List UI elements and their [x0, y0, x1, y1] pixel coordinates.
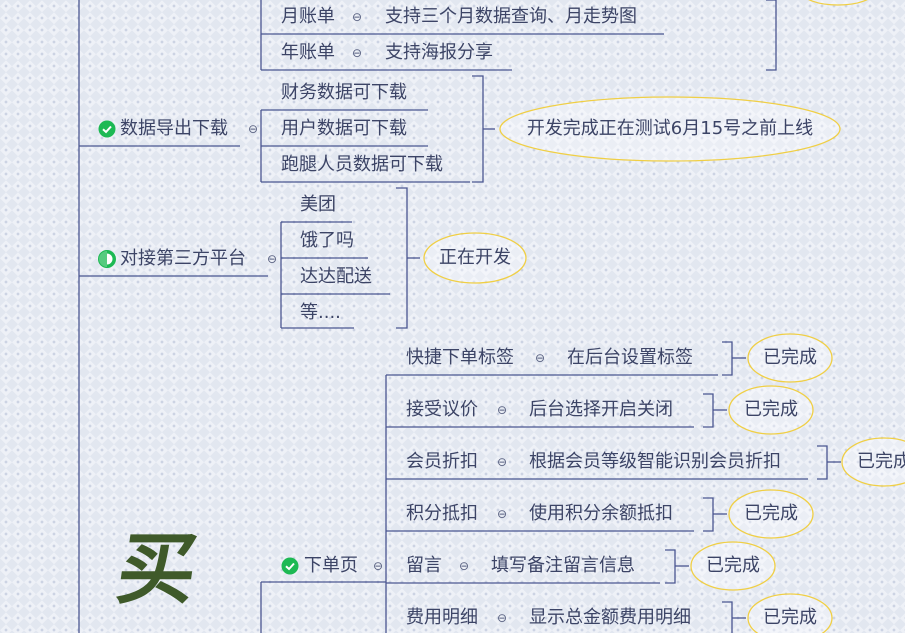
export-item[interactable]: 财务数据可下载 — [281, 82, 407, 103]
collapse-icon[interactable]: ⊖ — [497, 455, 508, 469]
collapse-icon[interactable]: ⊖ — [535, 351, 546, 365]
order-item-status[interactable]: 已完成 — [763, 347, 817, 368]
third-item[interactable]: 美团 — [300, 194, 336, 215]
third-item[interactable]: 饿了吗 — [300, 230, 354, 251]
order-item-desc[interactable]: 填写备注留言信息 — [491, 555, 635, 576]
order-item-4-bracket — [703, 497, 714, 532]
export-bracket — [472, 75, 484, 183]
order-item-label[interactable]: 费用明细 — [406, 607, 478, 628]
half-circle-icon — [98, 250, 116, 268]
order-item-label[interactable]: 快捷下单标签 — [406, 347, 514, 368]
order-item-status[interactable]: 已完成 — [763, 607, 817, 628]
collapse-icon[interactable]: ⊖ — [248, 122, 259, 136]
order-item-label[interactable]: 接受议价 — [406, 399, 478, 420]
node-monthly[interactable]: 月账单 — [281, 6, 335, 27]
third-item[interactable]: 达达配送 — [300, 266, 372, 287]
export-item[interactable]: 跑腿人员数据可下载 — [281, 154, 443, 175]
order-item-1-bracket — [722, 341, 733, 376]
order-item-status[interactable]: 已完成 — [744, 503, 798, 524]
third-status[interactable]: 正在开发 — [439, 247, 511, 268]
order-item-3-bracket — [817, 445, 828, 480]
node-order-page[interactable]: 下单页 — [304, 555, 358, 576]
export-item[interactable]: 用户数据可下载 — [281, 118, 407, 139]
third-item[interactable]: 等.... — [300, 302, 341, 323]
order-item-2-status-oval — [728, 385, 814, 435]
collapse-icon[interactable]: ⊖ — [497, 403, 508, 417]
order-item-label[interactable]: 会员折扣 — [406, 451, 478, 472]
node-yearly-desc[interactable]: 支持海报分享 — [385, 42, 493, 63]
order-item-6-bracket — [722, 601, 733, 633]
collapse-icon[interactable]: ⊖ — [267, 252, 278, 266]
billing-bracket — [766, 0, 777, 71]
collapse-icon[interactable]: ⊖ — [497, 507, 508, 521]
export-status-oval — [499, 96, 841, 162]
order-item-status[interactable]: 已完成 — [706, 555, 760, 576]
collapse-icon[interactable]: ⊖ — [497, 611, 508, 625]
order-item-2-bracket — [703, 393, 714, 428]
order-item-5-status-oval — [690, 541, 776, 591]
check-circle-icon — [98, 120, 116, 138]
order-item-4-status-oval — [728, 489, 814, 539]
buy-character-logo: 买 — [111, 524, 203, 615]
order-item-5-bracket — [665, 549, 676, 584]
collapse-icon[interactable]: ⊖ — [352, 46, 363, 60]
order-item-1-status-oval — [747, 333, 833, 383]
node-export[interactable]: 数据导出下载 — [120, 118, 228, 139]
check-circle-icon — [281, 557, 299, 575]
order-item-6-status-oval — [747, 593, 833, 633]
order-item-label[interactable]: 积分抵扣 — [406, 503, 478, 524]
order-item-3-status-oval — [841, 437, 905, 487]
collapse-icon[interactable]: ⊖ — [459, 559, 470, 573]
third-status-oval — [423, 232, 527, 284]
collapse-icon[interactable]: ⊖ — [373, 559, 384, 573]
order-item-desc[interactable]: 显示总金额费用明细 — [529, 607, 691, 628]
node-monthly-desc[interactable]: 支持三个月数据查询、月走势图 — [385, 6, 637, 27]
billing-status-oval — [808, 0, 868, 6]
order-item-desc[interactable]: 在后台设置标签 — [567, 347, 693, 368]
order-item-desc[interactable]: 使用积分余额抵扣 — [529, 503, 673, 524]
export-status[interactable]: 开发完成正在测试6月15号之前上线 — [526, 118, 814, 139]
order-item-status[interactable]: 已完成 — [857, 451, 905, 472]
third-bracket — [396, 187, 408, 329]
node-yearly[interactable]: 年账单 — [281, 42, 335, 63]
order-item-label[interactable]: 留言 — [406, 555, 442, 576]
collapse-icon[interactable]: ⊖ — [352, 10, 363, 24]
node-third-party[interactable]: 对接第三方平台 — [120, 248, 246, 269]
order-item-desc[interactable]: 根据会员等级智能识别会员折扣 — [529, 451, 781, 472]
order-item-status[interactable]: 已完成 — [744, 399, 798, 420]
order-item-desc[interactable]: 后台选择开启关闭 — [529, 399, 673, 420]
